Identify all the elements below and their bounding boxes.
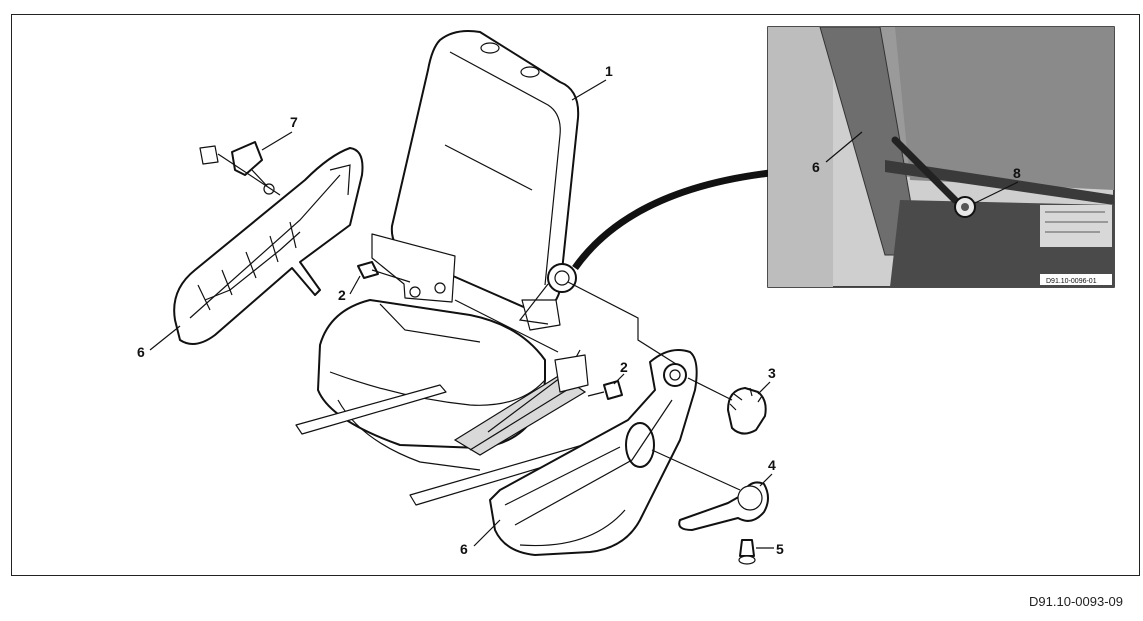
recliner-knob: [727, 387, 767, 435]
inset-code: D91.10-0096-01: [1046, 278, 1097, 285]
photo-inset: [767, 26, 1115, 288]
belt-buckle: [199, 141, 281, 196]
callout-trim-left: 6: [137, 344, 145, 360]
callout-inset-screw: 8: [1013, 165, 1021, 181]
callout-belt-buckle: 7: [290, 114, 298, 130]
bolt-right: [587, 380, 623, 400]
callout-inset-trim: 6: [812, 159, 820, 175]
bolt-left: [357, 261, 411, 283]
trim-right: [489, 349, 698, 556]
recliner-pivot: [518, 263, 577, 325]
inset-pointer-arc: [572, 169, 771, 271]
callout-lever: 4: [768, 457, 776, 473]
callout-recliner-knob: 3: [768, 365, 776, 381]
trim-left: [173, 147, 364, 345]
backrest: [390, 30, 580, 313]
callout-bolt-right: 2: [620, 359, 628, 375]
adjust-lever: [678, 481, 769, 531]
callout-bolt-left: 2: [338, 287, 346, 303]
callout-backrest: 1: [605, 63, 613, 79]
backrest-bracket: [371, 233, 456, 303]
callout-screw: 5: [776, 541, 784, 557]
lever-screw: [738, 539, 756, 565]
figure-code: D91.10-0093-09: [1029, 594, 1123, 609]
seat-rails: [295, 299, 607, 506]
callout-trim-right: 6: [460, 541, 468, 557]
seat-cushion: [317, 299, 546, 471]
